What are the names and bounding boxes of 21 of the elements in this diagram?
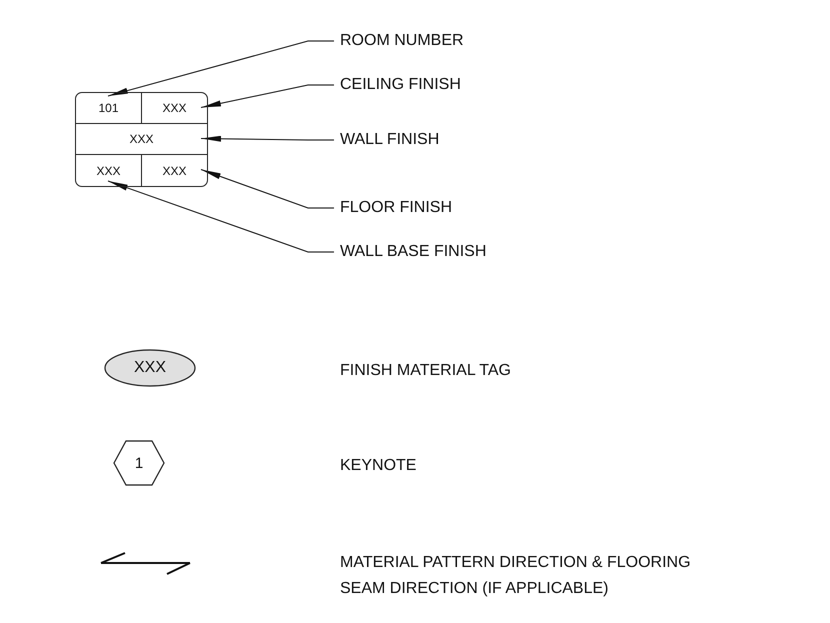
legend-description: KEYNOTE (340, 456, 418, 476)
leader-label: ROOM NUMBER (340, 31, 464, 51)
leader-label: CEILING FINISH (340, 75, 461, 95)
wall-base-finish-code: XXX (76, 155, 142, 186)
leader-arrow (108, 40, 334, 96)
legend-description: MATERIAL PATTERN DIRECTION & FLOORING SEAM DIRECTION (IF APPLICABLE) (340, 553, 692, 599)
keynote-number: 1 (134, 454, 144, 472)
leader-label: WALL FINISH (340, 130, 440, 150)
room-number: 101 (76, 93, 142, 124)
legend-description: FINISH MATERIAL TAG (340, 361, 512, 381)
leader-arrow (200, 136, 334, 142)
leader-arrow (200, 84, 334, 108)
floor-finish-code: XXX (142, 155, 207, 186)
leader-arrow (200, 169, 334, 208)
tag-code: XXX (134, 359, 166, 377)
leader-label: FLOOR FINISH (340, 198, 452, 218)
leader-arrow (108, 180, 334, 252)
wall-finish-code: XXX (76, 124, 207, 155)
leader-label: WALL BASE FINISH (340, 242, 486, 262)
room-finish-tag (75, 92, 208, 187)
ceiling-finish-code: XXX (142, 93, 207, 124)
